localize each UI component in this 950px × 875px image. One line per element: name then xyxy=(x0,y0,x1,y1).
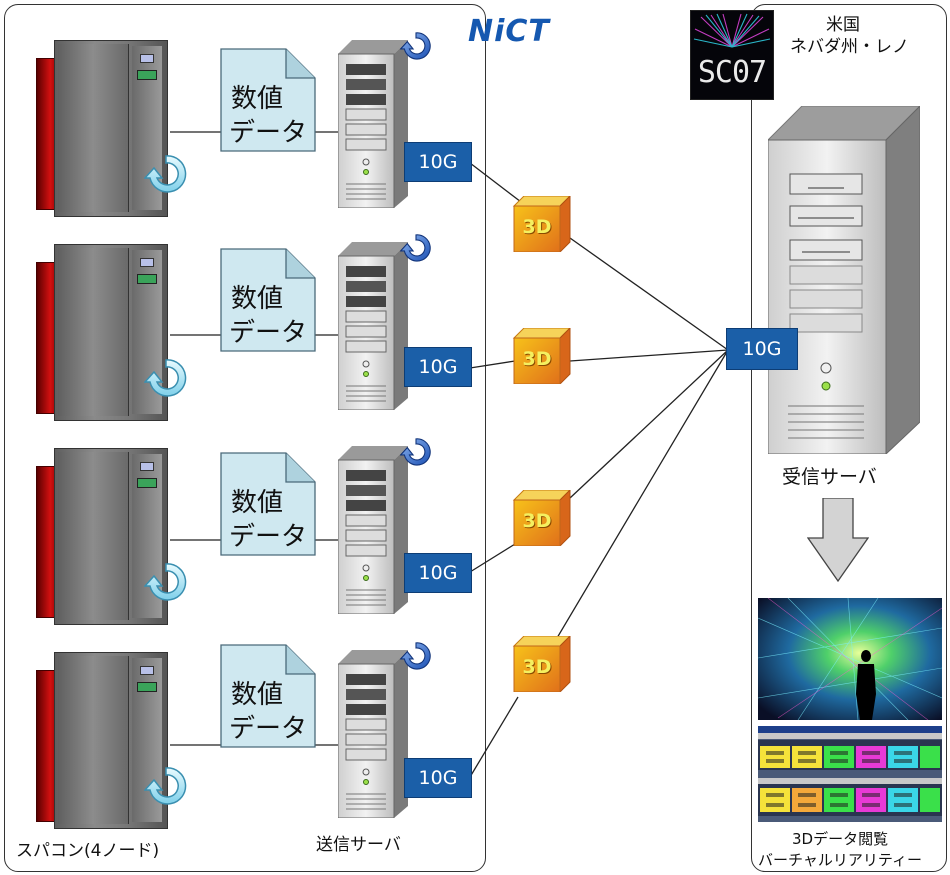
link-10g-3: 10G xyxy=(404,553,472,593)
nict-logo: NiCT xyxy=(468,14,550,49)
location-country: 米国 xyxy=(826,15,860,35)
rotate-icon xyxy=(400,234,431,262)
rotate-icon xyxy=(400,642,431,670)
rotate-icon xyxy=(144,563,187,601)
cube-label: 3D xyxy=(522,510,552,532)
doc-line-2: データ xyxy=(228,118,307,148)
sender-server-label: 送信サーバ xyxy=(316,835,401,855)
cube-label: 3D xyxy=(522,348,552,370)
3d-data-cube-4: 3D xyxy=(510,636,572,692)
doc-line-2: データ xyxy=(228,522,307,552)
cube-label: 3D xyxy=(522,216,552,238)
rotate-icon xyxy=(144,767,187,805)
link-10g-1: 10G xyxy=(404,142,472,182)
vr-caption-line-2: バーチャルリアリティー xyxy=(758,851,922,869)
sender-server-3 xyxy=(338,446,408,614)
rotate-icon xyxy=(144,359,187,397)
sender-server-2 xyxy=(338,242,408,410)
supercomputer-node-3 xyxy=(36,448,168,628)
sc07-starburst-icon xyxy=(693,13,771,48)
supercomputer-node-4 xyxy=(36,652,168,832)
rotate-icon xyxy=(144,155,187,193)
3d-data-cube-3: 3D xyxy=(510,490,572,546)
sender-server-4 xyxy=(338,650,408,818)
cube-label: 3D xyxy=(522,656,552,678)
sc07-logo: SC07 xyxy=(690,10,774,100)
supercomputer-label: スパコン(4ノード) xyxy=(16,841,160,861)
sc07-logo-text: SC07 xyxy=(697,55,767,90)
link-10g-receiver: 10G xyxy=(726,328,798,370)
link-10g-4: 10G xyxy=(404,758,472,798)
doc-line-1: 数値 xyxy=(230,680,283,710)
vr-software-screenshot xyxy=(758,726,942,822)
numeric-data-document: 数値 データ xyxy=(220,48,316,152)
rotate-icon xyxy=(400,32,431,60)
doc-line-1: 数値 xyxy=(230,488,283,518)
rotate-icon xyxy=(400,438,431,466)
supercomputer-node-1 xyxy=(36,40,168,220)
supercomputer-node-2 xyxy=(36,244,168,424)
link-10g-2: 10G xyxy=(404,347,472,387)
doc-line-1: 数値 xyxy=(230,84,283,114)
3d-data-cube-2: 3D xyxy=(510,328,572,384)
doc-line-2: データ xyxy=(228,318,307,348)
sender-server-1 xyxy=(338,40,408,208)
receiver-server xyxy=(768,106,920,454)
vr-visualization-photo xyxy=(758,598,942,720)
doc-line-1: 数値 xyxy=(230,284,283,314)
vr-caption-line-1: 3Dデータ閲覧 xyxy=(792,830,889,848)
down-arrow-icon xyxy=(807,498,869,582)
3d-data-cube-1: 3D xyxy=(510,196,572,252)
numeric-data-document: 数値 データ xyxy=(220,452,316,556)
location-city: ネバダ州・レノ xyxy=(790,37,909,57)
numeric-data-document: 数値 データ xyxy=(220,644,316,748)
doc-line-2: データ xyxy=(228,714,307,744)
receiver-server-label: 受信サーバ xyxy=(782,466,877,488)
numeric-data-document: 数値 データ xyxy=(220,248,316,352)
